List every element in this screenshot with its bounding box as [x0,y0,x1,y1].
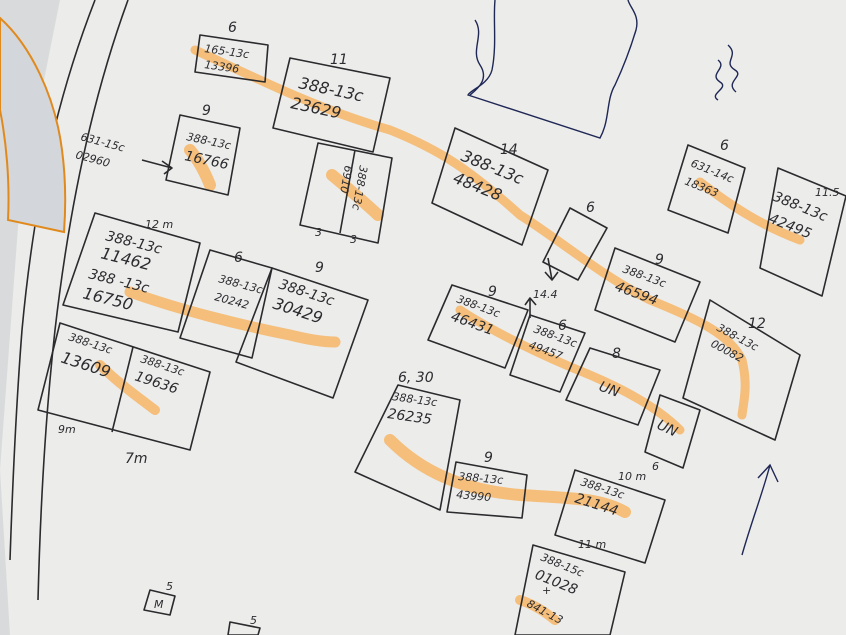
lot-u-size: 9 [484,450,493,466]
dim-3a: 3 [315,226,322,239]
lot-e-size: 14 [500,142,518,158]
dim-14-4: 14.4 [533,288,558,301]
lot-n-size: 6 [558,318,567,334]
lot-o-line1: UN [597,379,622,401]
lot-w-size: 11 m [578,538,606,551]
lot-i-size: 12 m [145,218,173,231]
arrow-14-4-lower [524,297,537,318]
arc-overlay [0,16,67,234]
lot-o-size: 8 [612,346,621,362]
lot-f-size: 6 [586,200,595,216]
building-outline [467,0,638,139]
lot-a-line2: 13396 [204,58,240,76]
lot-boundaries [37,34,846,635]
lot-l-size: 9 [655,252,664,268]
lot-x-size: 5 [166,580,173,593]
lot-p-size: 12 [748,316,766,332]
lot-a-line1: 165-13c [204,42,250,61]
lot-d-line2: 6910 [337,164,355,194]
lot-g-size: 6 [720,138,729,154]
lot-w-line3: + [542,584,551,597]
dim-3b: 3 [350,233,357,246]
lot-u-line1: 388-13c [458,470,504,487]
lot-t-line1: 388-13c [392,390,438,409]
lot-j-size: 6 [234,250,243,266]
lot-u-line2: 43990 [456,488,492,504]
arrow-14-4 [544,257,559,281]
lot-v-size: 10 m [618,470,646,483]
dim-7m: 7m [125,451,148,467]
lot-h-size: 11.5 [815,186,840,199]
road-line [37,0,129,601]
lot-x-line1: M [154,598,164,611]
lot-t-line2: 26235 [386,406,432,428]
arrow-bottom-right [741,463,779,556]
lot-t-size: 6, 30 [398,370,434,386]
arrow-ext-lot [141,159,173,175]
lot-b-size: 11 [330,52,348,68]
lot-m-size: 9 [488,284,497,300]
lot-k-size: 9 [315,260,324,276]
dim-9m: 9m [58,423,76,436]
road-line [9,0,96,561]
lot-a-size: 6 [228,20,237,36]
north-arrow-scribble [714,44,739,101]
dim-6-bottom: 6 [652,460,659,473]
lot-c-size: 9 [202,103,211,119]
building-outline [469,19,485,96]
lot-y-size: 5 [250,614,257,627]
